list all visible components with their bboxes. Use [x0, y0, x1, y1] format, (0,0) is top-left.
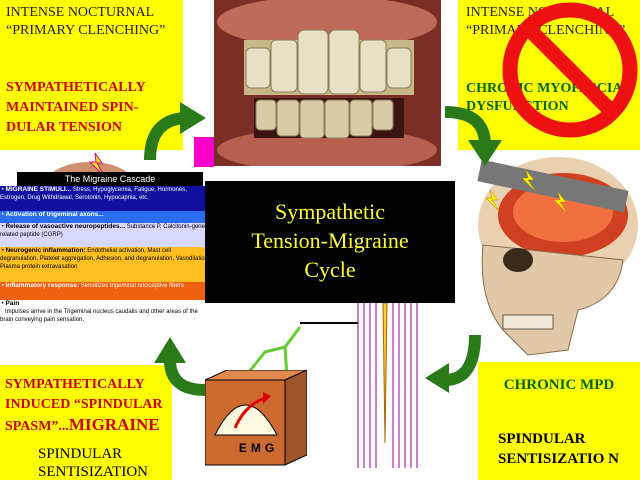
emg-meter — [205, 370, 307, 466]
cascade-item-title: Inflammatory response: — [5, 282, 80, 289]
lightning-icon — [485, 169, 569, 215]
cascade-item: • Neurogenic inflammation: Endothelial a… — [0, 247, 210, 282]
bottom-left-box: SYMPATHETICALLY INDUCED “SPINDULAR SPASM… — [0, 365, 172, 480]
pink-marker — [194, 137, 214, 167]
cascade-item-body: Substance P, Calcitonin-gene-related pep… — [0, 224, 207, 238]
cycle-title-panel: Sympathetic Tension-Migraine Cycle — [205, 181, 455, 303]
cascade-item-title: Neurogenic inflammation: — [5, 247, 86, 254]
cascade-item-title: Release of vasoactive neuropeptides... — [5, 223, 126, 230]
skull-illustration — [477, 157, 638, 356]
bottom-right-box: CHRONIC MPD SPINDULAR SENTISIZATIO N — [478, 362, 640, 480]
top-right-box: INTENSE NOCTURNAL “PRIMARY CLENCHING” CH… — [458, 0, 640, 150]
cycle-title-line: Cycle — [304, 257, 356, 282]
curved-arrow-icon — [154, 337, 206, 396]
bottom-left-heading: SYMPATHETICALLY INDUCED “SPINDULAR SPASM… — [5, 375, 170, 437]
bottom-right-heading: CHRONIC MPD — [503, 377, 615, 393]
cascade-item: • Activation of trigeminal axons... — [0, 211, 210, 223]
cascade-header: The Migraine Cascade — [17, 172, 203, 186]
cascade-item-title: MIGRAINE STIMULI... — [5, 186, 72, 193]
cascade-item: • Inflammatory response: Sensitizes trig… — [0, 282, 210, 300]
cascade-item: • Pain Impulses arrive in the Trigeminal… — [0, 300, 210, 342]
no-symbol-icon — [502, 2, 638, 138]
emg-label: EMG — [238, 441, 279, 455]
cascade-item-body: Sensitizes trigeminal nociceptive fibers — [80, 283, 184, 289]
cascade-item: • Release of vasoactive neuropeptides...… — [0, 223, 210, 247]
top-left-heading: INTENSE NOCTURNAL “PRIMARY CLENCHING” — [6, 5, 166, 38]
emg-signal-lines — [357, 303, 418, 468]
cascade-item: • MIGRAINE STIMULI... Stress, Hypoglycem… — [0, 186, 210, 211]
emg-wire — [300, 322, 358, 324]
curved-arrow-icon — [144, 102, 206, 161]
top-left-box: INTENSE NOCTURNAL “PRIMARY CLENCHING” SY… — [0, 0, 183, 150]
bottom-left-heading-text: SYMPATHETICALLY INDUCED “SPINDULAR SPASM… — [5, 377, 163, 434]
top-left-subtext: SYMPATHETICALLY MAINTAINED SPIN-DULAR TE… — [6, 80, 146, 135]
cycle-title-line: Sympathetic — [275, 199, 385, 224]
cycle-title-line: Tension-Migraine — [251, 228, 409, 253]
bottom-left-subtext: SPINDULAR SENTISIZATION — [38, 446, 148, 480]
teeth-photo — [214, 0, 441, 166]
bottom-right-subtext: SPINDULAR SENTISIZATIO N — [498, 431, 620, 467]
cascade-item-body: Impulses arrive in the Trigeminal nucleu… — [0, 309, 198, 323]
curved-arrow-icon — [444, 106, 502, 166]
curved-arrow-icon — [425, 334, 481, 393]
cascade-item-body: Stress, Hypoglycemia, Fatigue, Hormones,… — [0, 187, 187, 201]
bottom-left-migraine: MIGRAINE — [68, 415, 160, 434]
cascade-item-title: Pain — [5, 300, 20, 307]
cascade-item-body: Endothelial activation, Mast cell degran… — [0, 248, 210, 270]
migraine-cascade-panel: The Migraine Cascade • MIGRAINE STIMULI.… — [0, 172, 210, 342]
cascade-item-title: Activation of trigeminal axons... — [5, 211, 104, 218]
cycle-title: Sympathetic Tension-Migraine Cycle — [205, 197, 455, 284]
